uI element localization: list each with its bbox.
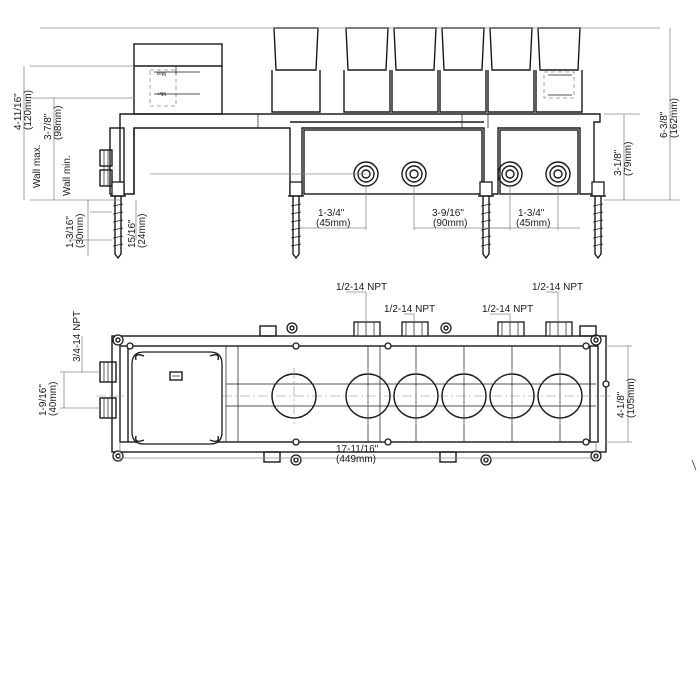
spacing-mid-inch: 3-9/16" (432, 208, 464, 219)
pipe-depth-inch: 1-3/16" (65, 216, 76, 248)
total-height-mm: (162mm) (669, 98, 680, 138)
total-height-inch: 6-3/8" (659, 111, 670, 138)
gauge-max-label: Max (156, 70, 166, 76)
spacing-right-inch: 1-3/4" (518, 208, 545, 219)
wall-anchors (110, 181, 606, 260)
npt-outlet-label-4: 1/2-14 NPT (532, 282, 583, 293)
pipe-depth-mm: (30mm) (75, 214, 86, 248)
plan-mounting-bolts (112, 322, 610, 466)
outlet-ports-side (353, 161, 571, 187)
plan-cover (131, 351, 223, 445)
plan-view: 1/2-14 NPT 1/2-14 NPT 1/2-14 NPT 1/2-14 … (38, 282, 697, 471)
inlet-spacing-mm: (40mm) (48, 382, 59, 416)
plan-dimension-lines (60, 291, 697, 471)
body-height-mm: (79mm) (623, 142, 634, 176)
npt-outlet-label-3: 1/2-14 NPT (482, 304, 533, 315)
spacing-left-mm: (45mm) (316, 218, 350, 229)
side-dimension-labels: Wall max. Wall min. 4-11/16" (120mm) 3-7… (13, 90, 680, 248)
wall-min-inch: 3-7/8" (43, 113, 54, 140)
side-elevation-view: Max Min (13, 27, 680, 260)
length-inch: 17-11/16" (336, 444, 379, 455)
wall-max-inch: 4-11/16" (13, 93, 24, 130)
spacing-left-inch: 1-3/4" (318, 208, 345, 219)
body-height-inch: 3-1/8" (613, 149, 624, 176)
plan-outlets (353, 321, 573, 337)
spacing-mid-mm: (90mm) (433, 218, 467, 229)
wall-min-label: Wall min. (62, 155, 73, 196)
stub-mm: (24mm) (137, 214, 148, 248)
cartridge-towers (271, 27, 583, 113)
wall-max-label: Wall max. (32, 144, 43, 188)
plan-cartridges (271, 368, 583, 424)
plan-mounting-tabs (259, 325, 597, 463)
length-mm: (449mm) (336, 454, 376, 465)
npt-inlet-label: 3/4-14 NPT (72, 311, 83, 362)
inlet-spacing-inch: 1-9/16" (38, 384, 49, 416)
plan-dimension-labels: 1/2-14 NPT 1/2-14 NPT 1/2-14 NPT 1/2-14 … (38, 282, 637, 465)
width-inch: 4-1/8" (616, 391, 627, 418)
gauge-min-label: Min (158, 90, 166, 96)
side-dimension-lines (23, 27, 680, 256)
plan-inlets (99, 361, 117, 419)
wall-min-mm: (98mm) (53, 106, 64, 140)
spacing-right-mm: (45mm) (516, 218, 550, 229)
npt-outlet-label-2: 1/2-14 NPT (384, 304, 435, 315)
rough-in-cover: Max Min (133, 43, 223, 115)
width-mm: (105mm) (626, 378, 637, 418)
npt-outlet-label-1: 1/2-14 NPT (336, 282, 387, 293)
valve-body (99, 113, 601, 195)
wall-max-mm: (120mm) (23, 90, 34, 130)
stub-inch: 15/16" (127, 219, 138, 248)
